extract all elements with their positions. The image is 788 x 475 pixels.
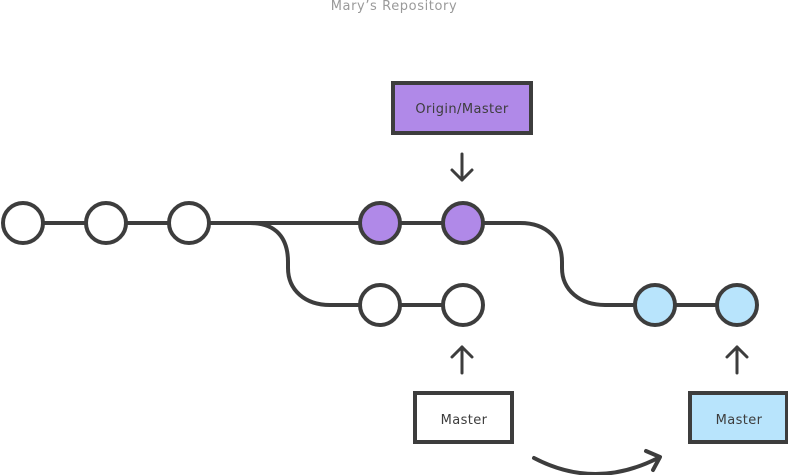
up-arrow-icon	[450, 345, 474, 375]
master-new-text: Master	[716, 413, 763, 428]
commit-c4[interactable]	[358, 201, 402, 245]
edge-c3-c6	[248, 221, 362, 307]
commit-c3[interactable]	[167, 201, 211, 245]
move-arrow-icon	[532, 449, 662, 475]
commit-c2[interactable]	[84, 201, 128, 245]
commit-c5[interactable]	[441, 201, 485, 245]
commit-c1[interactable]	[1, 201, 45, 245]
edge-c5-c8	[482, 221, 637, 307]
commit-c8[interactable]	[633, 283, 677, 327]
up-arrow-icon	[725, 345, 749, 375]
master-old-label[interactable]: Master	[413, 391, 514, 444]
master-old-text: Master	[441, 413, 488, 428]
origin-master-label[interactable]: Origin/Master	[391, 81, 533, 135]
master-new-label[interactable]: Master	[688, 391, 788, 444]
commit-c9[interactable]	[715, 283, 759, 327]
down-arrow-icon	[450, 152, 474, 182]
commit-c7[interactable]	[441, 283, 485, 327]
commit-c6[interactable]	[358, 283, 402, 327]
diagram-title: Mary’s Repository	[330, 0, 458, 14]
origin-master-text: Origin/Master	[415, 102, 509, 117]
